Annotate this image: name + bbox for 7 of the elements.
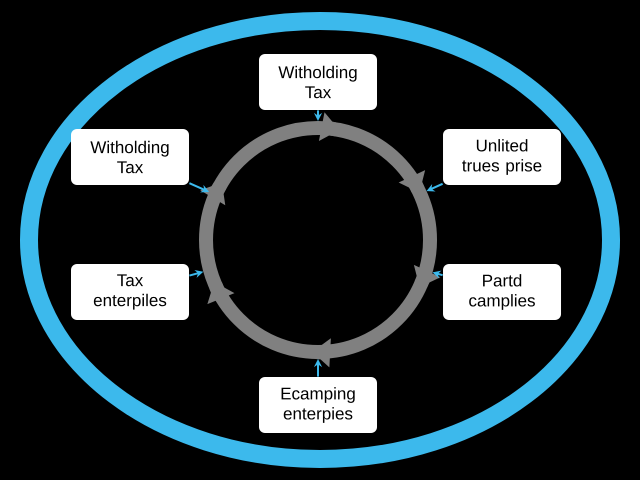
text-box: Ecamping enterpies (259, 377, 377, 433)
text-box: Witholding Tax (259, 54, 377, 110)
text-box: Witholding Tax (71, 129, 189, 185)
text-box: Partd camplies (443, 264, 562, 320)
circular-arrow (199, 112, 440, 368)
text-box: Unlited trues prise (443, 129, 562, 185)
text-box: Tax enterpiles (71, 264, 189, 320)
